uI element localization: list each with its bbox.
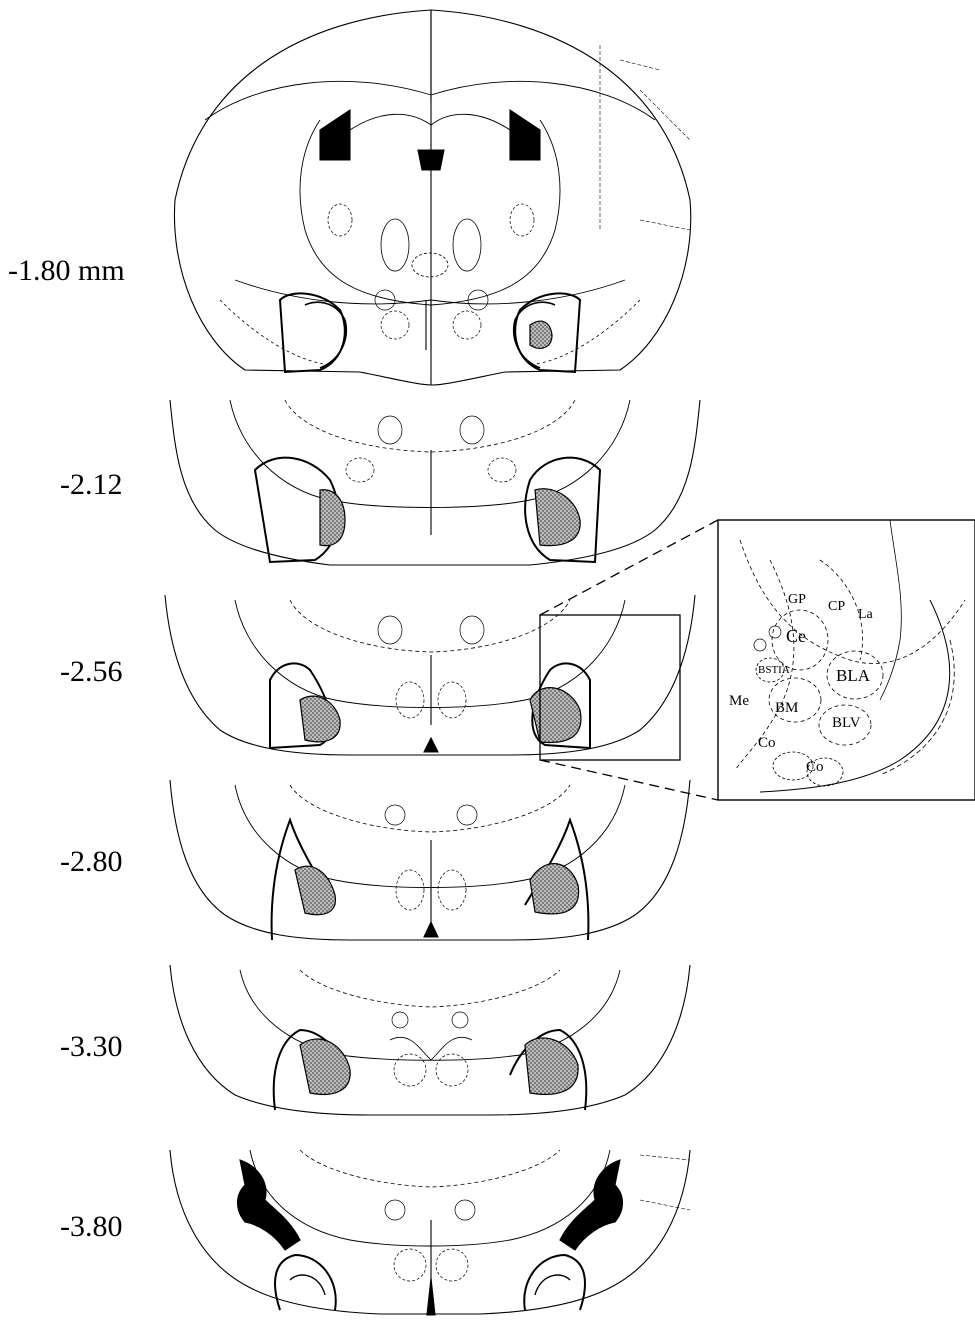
inset-label-blv: BLV <box>832 715 861 731</box>
inset-label-bla: BLA <box>836 666 871 685</box>
section-4 <box>170 780 690 940</box>
section-3 <box>165 595 695 760</box>
section-5 <box>170 965 690 1115</box>
section-1 <box>174 10 690 385</box>
inset-label-co-2: Co <box>806 759 824 775</box>
inset-label-cp: CP <box>828 599 845 614</box>
inset-drawing: GP CP La Ce BSTIA BLA Me BM BLV Co Co <box>729 520 965 792</box>
inset-label-ce: Ce <box>786 626 806 646</box>
section-2 <box>170 400 700 565</box>
inset-label-gp: GP <box>788 592 806 607</box>
inset-callout <box>540 520 975 800</box>
inset-label-la: La <box>858 607 874 622</box>
section-6 <box>170 1150 690 1315</box>
inset-label-me: Me <box>729 693 749 709</box>
inset-label-bstia: BSTIA <box>758 664 790 676</box>
inset-label-bm: BM <box>775 700 798 716</box>
inset-label-co-1: Co <box>758 735 776 751</box>
